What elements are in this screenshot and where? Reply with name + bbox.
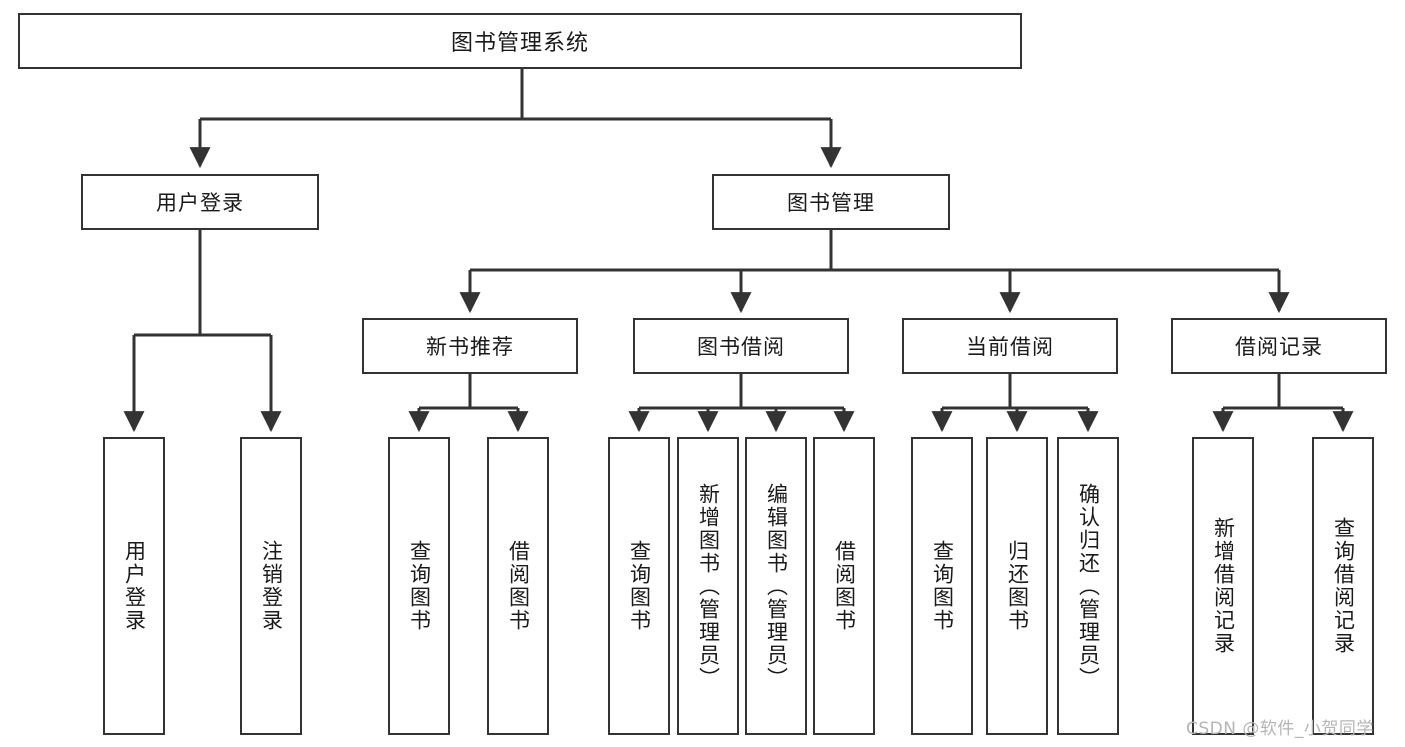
node-root[interactable]: 图书管理系统 <box>18 13 1022 69</box>
node-leaf-query-borrow-record[interactable]: 查询借阅记录 <box>1312 437 1374 735</box>
node-leaf-return-books[interactable]: 归还图书 <box>986 437 1048 735</box>
node-leaf-edit-book-admin[interactable]: 编辑图书（管理员） <box>745 437 807 735</box>
node-leaf-borrow-books-newbook[interactable]: 借阅图书 <box>487 437 549 735</box>
node-leaf-query-books-borrow[interactable]: 查询图书 <box>608 437 670 735</box>
node-level3-book-borrow[interactable]: 图书借阅 <box>633 318 849 374</box>
node-leaf-query-books-current[interactable]: 查询图书 <box>911 437 973 735</box>
node-leaf-logout[interactable]: 注销登录 <box>240 437 302 735</box>
node-leaf-confirm-return-admin[interactable]: 确认归还（管理员） <box>1057 437 1119 735</box>
node-leaf-add-borrow-record[interactable]: 新增借阅记录 <box>1192 437 1254 735</box>
node-level2-user-login[interactable]: 用户登录 <box>81 174 319 230</box>
node-leaf-add-book-admin[interactable]: 新增图书（管理员） <box>677 437 739 735</box>
node-level2-book-management[interactable]: 图书管理 <box>712 174 950 230</box>
node-leaf-user-login[interactable]: 用户登录 <box>103 437 165 735</box>
node-level3-new-book-recommend[interactable]: 新书推荐 <box>362 318 578 374</box>
node-level3-current-borrow[interactable]: 当前借阅 <box>902 318 1118 374</box>
node-leaf-query-books-newbook[interactable]: 查询图书 <box>388 437 450 735</box>
watermark-text: CSDN @软件_小贺同学 <box>1186 719 1374 739</box>
node-level3-borrow-records[interactable]: 借阅记录 <box>1171 318 1387 374</box>
node-leaf-borrow-books[interactable]: 借阅图书 <box>813 437 875 735</box>
